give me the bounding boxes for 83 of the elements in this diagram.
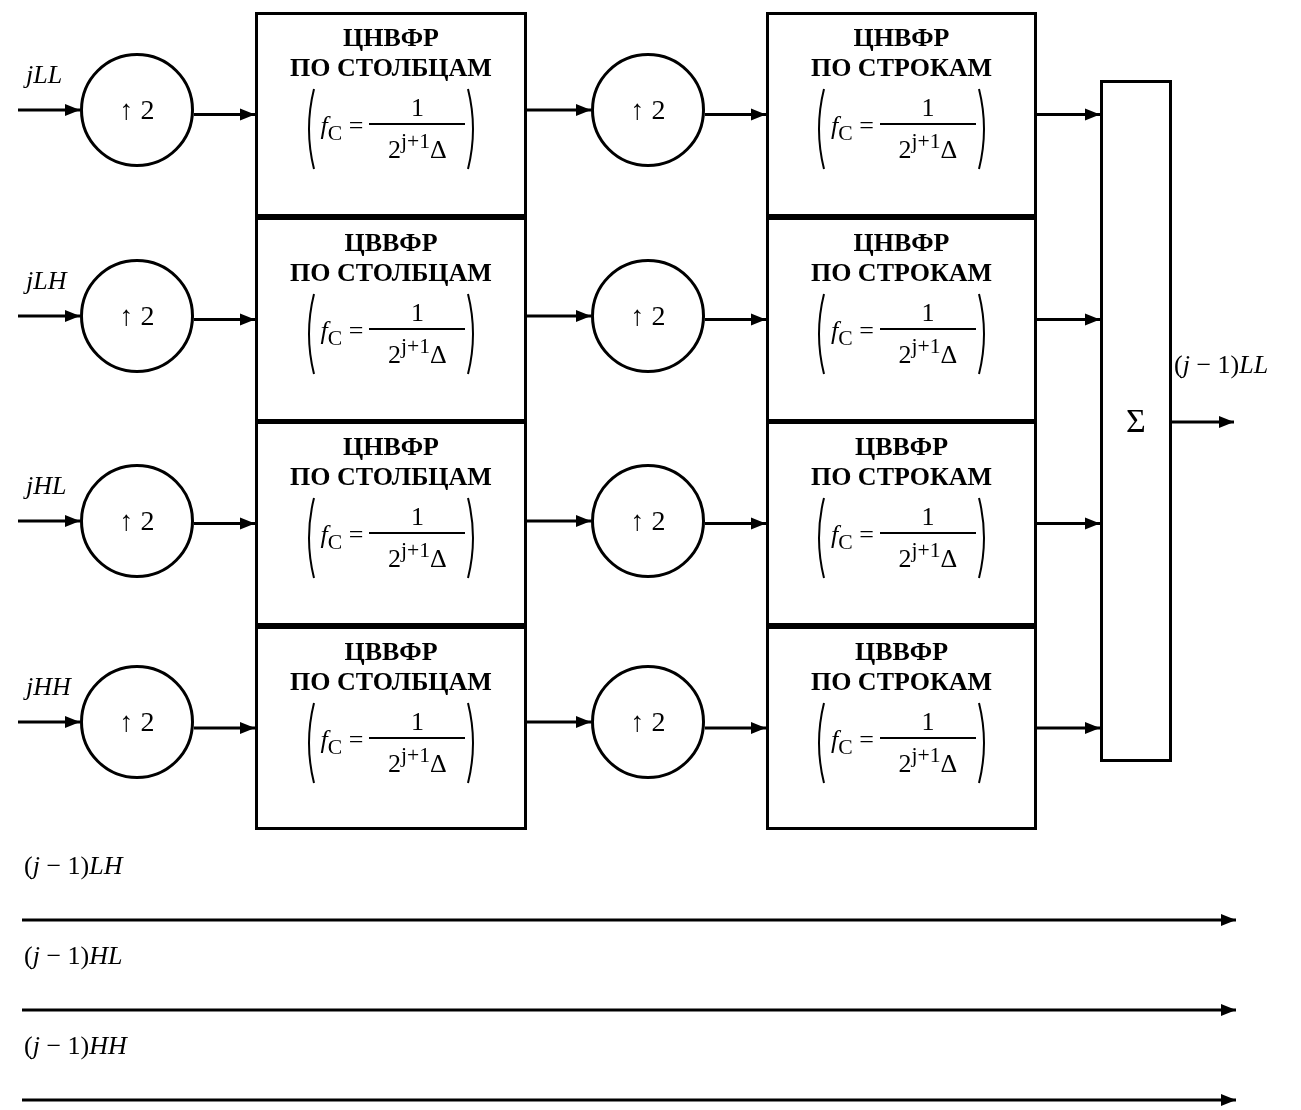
arrow [194, 517, 255, 530]
filter-box [766, 626, 1037, 830]
signal-label: (j − 1)HH [24, 1031, 127, 1061]
fraction-denominator: 2$^{j+1}$Δ [388, 536, 447, 575]
upsample-label: ↑ 2 [119, 94, 155, 126]
filter-box [766, 12, 1037, 217]
arrow [527, 310, 591, 322]
fraction-numerator: 1 [410, 706, 424, 737]
filter-box [255, 626, 527, 830]
filter-box [766, 421, 1037, 626]
filter-type: ЦНВФР [853, 23, 950, 53]
fraction-numerator: 1 [410, 297, 424, 328]
formula-lhs: f$_{C}$ = [831, 111, 874, 147]
fraction-numerator: 1 [921, 92, 935, 123]
formula-lhs: f$_{C}$ = [320, 111, 364, 147]
upsample-label: ↑ 2 [119, 505, 155, 537]
arrow [1037, 722, 1100, 734]
filter-box [255, 12, 527, 217]
formula-lhs: f$_{C}$ = [831, 520, 874, 556]
formula-lhs: f$_{C}$ = [320, 725, 364, 761]
filter-direction: ПО СТРОКАМ [810, 667, 993, 697]
sum-symbol: Σ [1126, 402, 1146, 440]
arrow [1172, 416, 1234, 428]
arrow [705, 722, 766, 734]
filter-direction: ПО СТРОКАМ [810, 53, 993, 83]
arrow [194, 722, 255, 734]
upsample-label: ↑ 2 [630, 300, 666, 332]
upsample-label: ↑ 2 [119, 300, 155, 332]
filter-direction: ПО СТРОКАМ [810, 462, 993, 492]
fraction-denominator: 2$^{j+1}$Δ [898, 127, 958, 166]
formula-lhs: f$_{C}$ = [831, 725, 874, 761]
signal-label: (j − 1)LH [24, 851, 123, 881]
filter-type: ЦНВФР [853, 228, 950, 258]
formula-lhs: f$_{C}$ = [831, 316, 874, 352]
filter-box [766, 217, 1037, 422]
upsample-label: ↑ 2 [630, 94, 666, 126]
fraction-numerator: 1 [921, 297, 935, 328]
fraction-denominator: 2$^{j+1}$Δ [388, 741, 447, 780]
filter-direction: ПО СТОЛБЦАМ [290, 462, 492, 492]
fraction-denominator: 2$^{j+1}$Δ [388, 127, 447, 166]
arrow [18, 716, 80, 728]
filter-box [255, 421, 527, 626]
filter-direction: ПО СТРОКАМ [810, 258, 993, 288]
filter-type: ЦВВФР [344, 228, 438, 258]
formula-lhs: f$_{C}$ = [320, 520, 364, 556]
filter-direction: ПО СТОЛБЦАМ [290, 53, 492, 83]
arrow [527, 104, 591, 116]
fraction-denominator: 2$^{j+1}$Δ [388, 332, 447, 371]
fraction-denominator: 2$^{j+1}$Δ [898, 741, 958, 780]
arrow [18, 515, 80, 527]
arrow [1037, 108, 1100, 121]
upsample-label: ↑ 2 [630, 505, 666, 537]
arrow [1037, 517, 1100, 530]
arrow [194, 313, 255, 326]
arrow [705, 108, 766, 121]
arrow [527, 716, 591, 728]
fraction-numerator: 1 [410, 92, 424, 123]
fraction-denominator: 2$^{j+1}$Δ [898, 332, 958, 371]
fraction-denominator: 2$^{j+1}$Δ [898, 536, 958, 575]
arrow [1037, 313, 1100, 326]
arrow [18, 104, 80, 116]
filter-type: ЦНВФР [343, 23, 439, 53]
formula-lhs: f$_{C}$ = [320, 316, 364, 352]
arrow [18, 310, 80, 322]
filter-direction: ПО СТОЛБЦАМ [290, 667, 492, 697]
filter-type: ЦВВФР [854, 432, 949, 462]
arrow [705, 517, 766, 530]
filter-type: ЦВВФР [344, 637, 438, 667]
summator-box [1100, 80, 1172, 762]
fraction-numerator: 1 [921, 501, 935, 532]
fraction-numerator: 1 [410, 501, 424, 532]
signal-label: (j − 1)LL [1174, 350, 1269, 380]
upsample-label: ↑ 2 [119, 706, 155, 738]
filter-type: ЦВВФР [854, 637, 949, 667]
arrow [527, 515, 591, 527]
filter-box [255, 217, 527, 422]
fraction-numerator: 1 [921, 706, 935, 737]
upsample-label: ↑ 2 [630, 706, 666, 738]
filter-direction: ПО СТОЛБЦАМ [290, 258, 492, 288]
arrow [705, 313, 766, 326]
signal-label: (j − 1)HL [24, 941, 123, 971]
filter-type: ЦНВФР [343, 432, 439, 462]
arrow [194, 108, 255, 121]
